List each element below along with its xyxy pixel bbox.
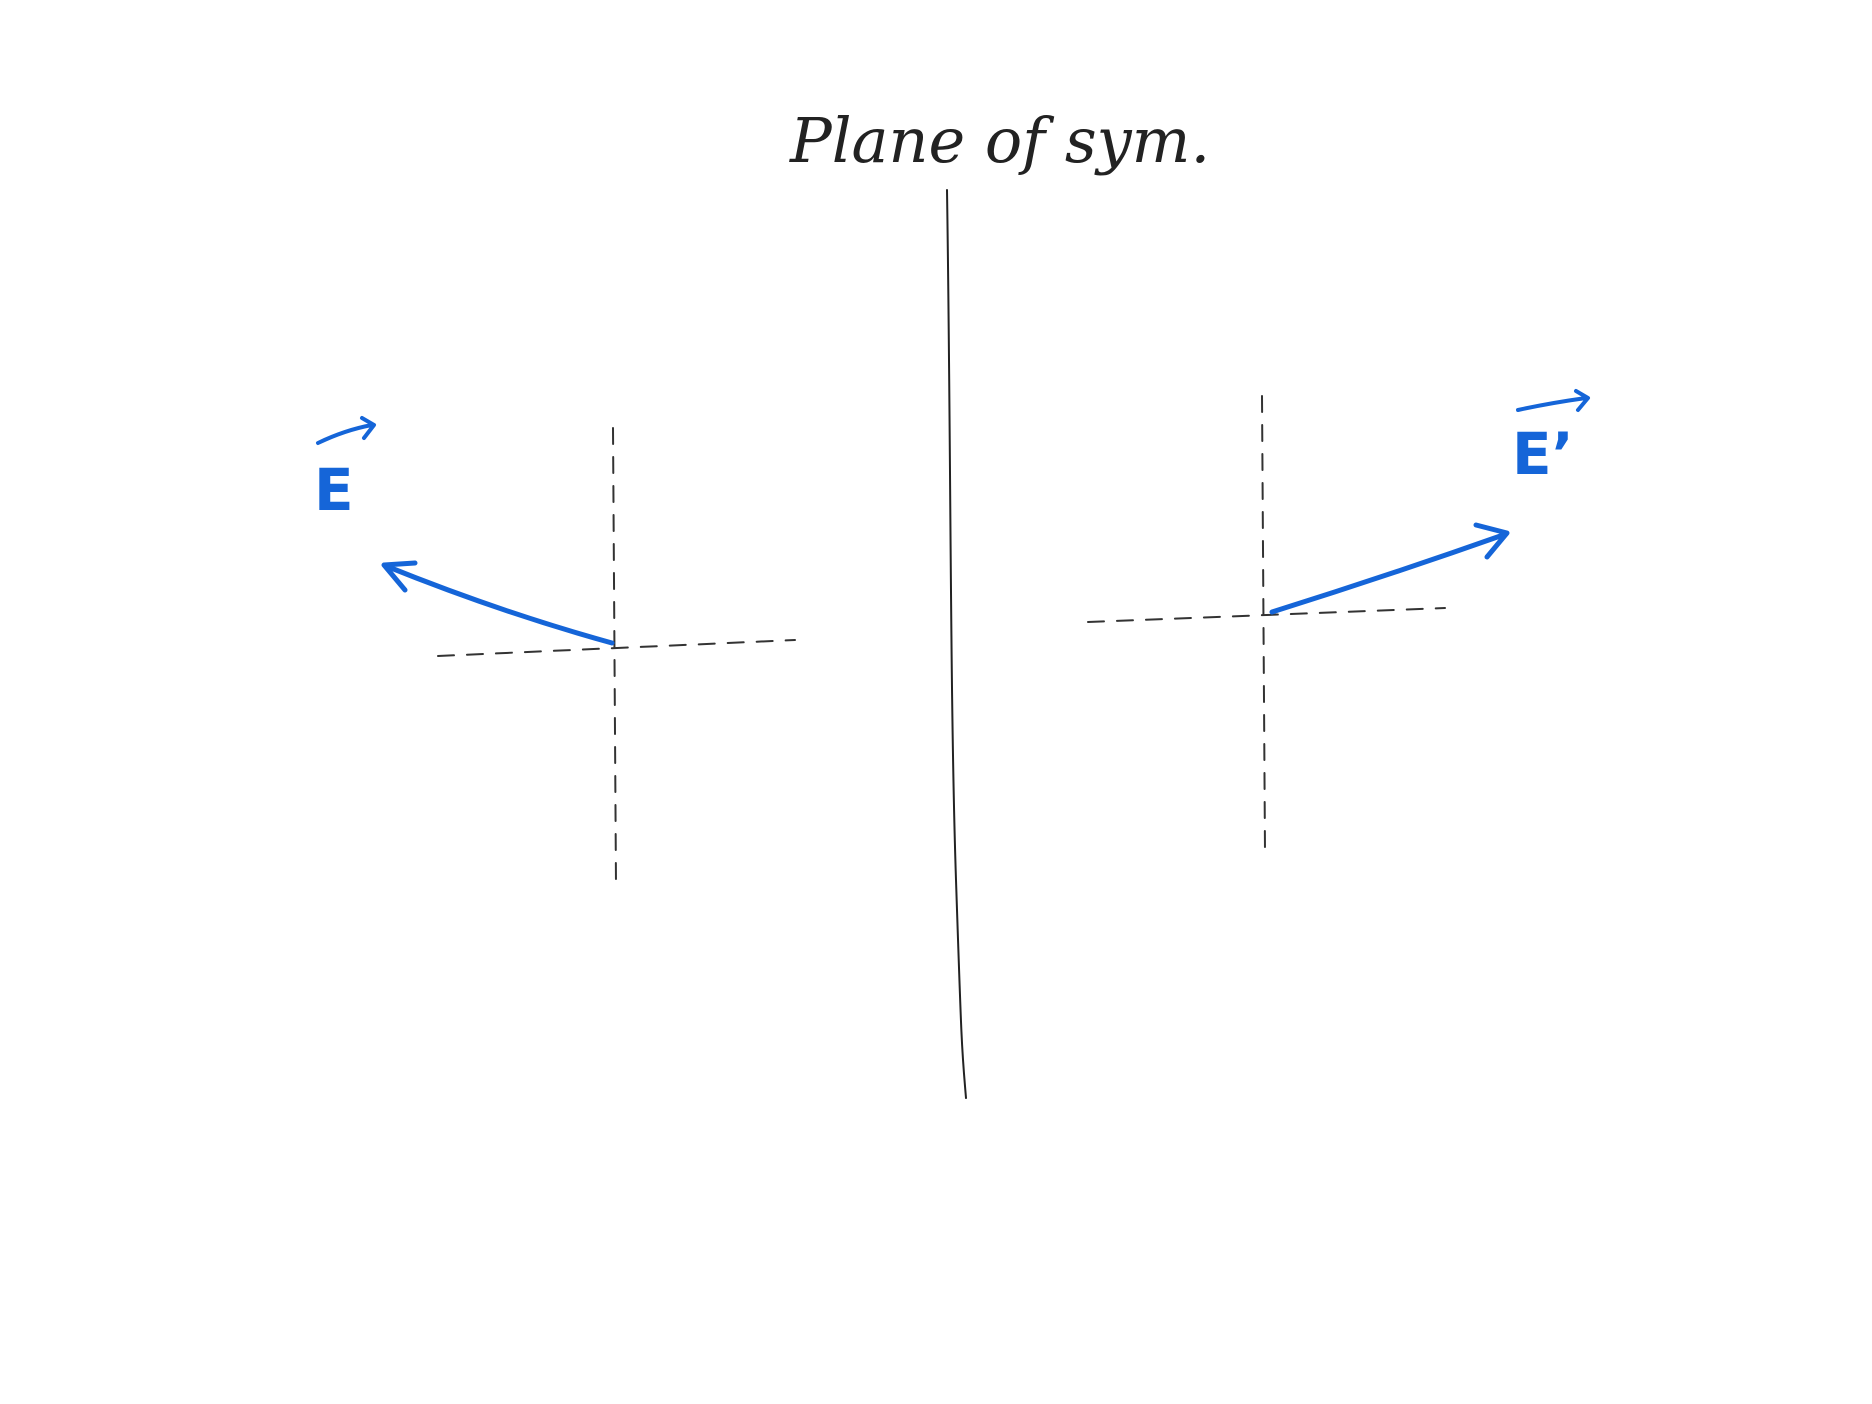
left-axes [437,427,796,886]
left-vector-label: E [314,456,354,524]
right-vector-label: E’ [1512,420,1574,488]
left-vertical-axis [612,427,617,886]
right-vertical-axis [1261,395,1266,853]
left-horizontal-axis [437,639,796,657]
left-vector: E [314,416,615,646]
left-vector-arrowhead [381,560,418,593]
left-vector-label-arrow-icon [316,416,376,445]
plane-of-symmetry-line [946,189,967,1099]
right-vector-arrowhead [1473,522,1510,560]
right-axes [1087,395,1446,853]
plane-of-symmetry-label: Plane of sym. [789,104,1210,177]
right-vector-shaft [1269,531,1509,615]
right-vector-label-arrow-icon [1516,389,1590,412]
right-vector: E’ [1269,389,1590,615]
right-horizontal-axis [1087,607,1446,623]
left-vector-shaft [383,563,615,646]
